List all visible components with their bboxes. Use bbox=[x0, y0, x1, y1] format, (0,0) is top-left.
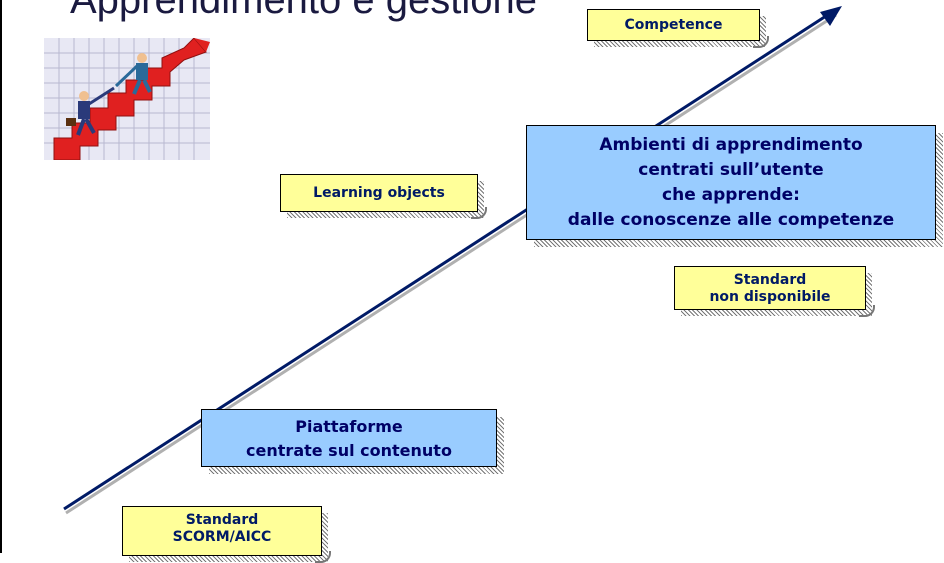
slide-left-border bbox=[0, 0, 2, 553]
box-ambienti-line-2: centrati sull’utente bbox=[638, 160, 824, 180]
page-curl-icon bbox=[471, 207, 487, 219]
note-standard-line-1: Standard bbox=[733, 272, 807, 288]
note-standard-scorm: Standard SCORM/AICC bbox=[122, 506, 331, 563]
note-competence: Competence bbox=[587, 9, 769, 48]
box-ambienti-line-4: dalle conoscenze alle competenze bbox=[567, 210, 895, 230]
box-piattaforme-line-1: Piattaforme bbox=[295, 417, 403, 436]
page-curl-icon bbox=[859, 305, 875, 317]
note-learning-objects-label: Learning objects bbox=[313, 185, 445, 201]
note-scorm-line-2: SCORM/AICC bbox=[172, 529, 272, 545]
business-growth-clipart-icon bbox=[44, 38, 210, 160]
arrow-head-icon bbox=[820, 6, 842, 26]
box-ambienti-apprendimento: Ambienti di apprendimento centrati sull’… bbox=[526, 125, 943, 247]
note-learning-objects: Learning objects bbox=[280, 174, 487, 219]
note-standard-non-disponibile: Standard non disponibile bbox=[674, 266, 875, 317]
page-curl-icon bbox=[753, 36, 769, 48]
box-ambienti-line-3: che apprende: bbox=[662, 185, 800, 205]
box-piattaforme: Piattaforme centrate sul contenuto bbox=[201, 409, 504, 474]
box-piattaforme-line-2: centrate sul contenuto bbox=[246, 441, 452, 460]
note-competence-label: Competence bbox=[624, 17, 723, 33]
note-scorm-line-1: Standard bbox=[185, 512, 259, 528]
slide-title: Apprendimento e gestione bbox=[70, 0, 537, 22]
note-standard-line-2: non disponibile bbox=[709, 289, 831, 305]
box-ambienti-line-1: Ambienti di apprendimento bbox=[599, 135, 863, 155]
